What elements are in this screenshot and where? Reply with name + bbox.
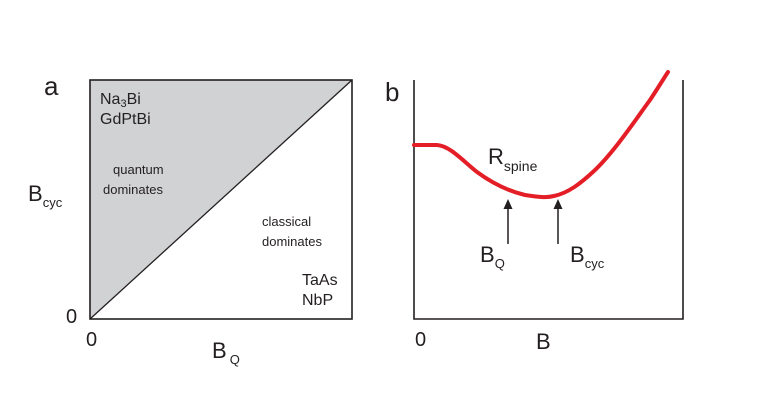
regime-boundary-line xyxy=(89,79,353,320)
panel-b: b Rspine BQ Bcyc 0 B xyxy=(385,70,684,354)
panel-b-label: b xyxy=(385,77,399,107)
panel-b-origin-x: 0 xyxy=(415,329,426,351)
quantum-caption-line1: quantum xyxy=(113,162,164,177)
material-nbp: NbP xyxy=(302,292,333,309)
panel-a: a Na3Bi GdPtBi quantum dominates classic… xyxy=(28,71,353,367)
arrow-bcyc-label: Bcyc xyxy=(570,242,605,271)
material-taas: TaAs xyxy=(302,272,338,289)
classical-caption-line1: classical xyxy=(262,214,311,229)
arrow-bq-head xyxy=(503,199,513,209)
material-na3bi: Na3Bi xyxy=(100,91,141,110)
panel-a-frame xyxy=(89,79,353,320)
panel-a-origin-x: 0 xyxy=(86,329,97,351)
panel-a-y-axis-label: Bcyc xyxy=(28,181,63,210)
classical-caption-line2: dominates xyxy=(262,234,322,249)
material-gdptbi: GdPtBi xyxy=(100,111,151,128)
curve-label-r-spine: Rspine xyxy=(488,144,538,174)
panel-a-origin-y: 0 xyxy=(66,306,77,328)
arrow-bq-label: BQ xyxy=(480,242,505,271)
panel-a-label: a xyxy=(44,71,59,101)
quantum-caption-line2: dominates xyxy=(103,182,163,197)
panel-b-frame xyxy=(413,80,684,320)
panel-b-x-axis-label: B xyxy=(536,329,551,354)
r-spine-curve xyxy=(412,70,670,200)
arrow-bcyc-head xyxy=(553,199,563,209)
